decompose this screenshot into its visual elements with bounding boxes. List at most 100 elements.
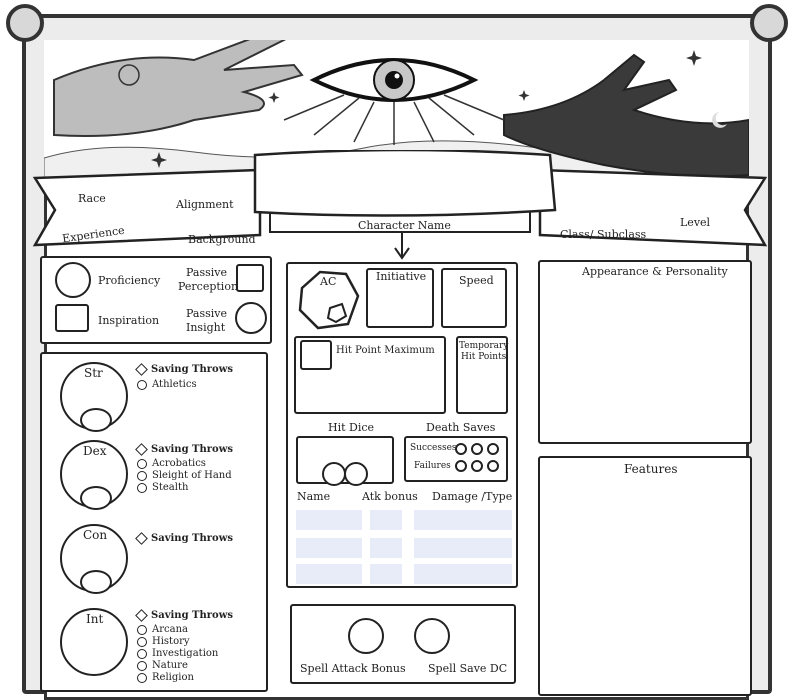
dex-modifier-circle[interactable]: [80, 486, 112, 510]
diamond-icon: [135, 609, 148, 622]
passive-insight-label-1: Passive: [186, 307, 227, 320]
class-subclass-label: Class/ Subclass: [560, 228, 647, 241]
attack-row-2-damage[interactable]: [414, 538, 512, 558]
passive-perception-box[interactable]: [236, 264, 264, 292]
skill-religion[interactable]: Religion: [137, 672, 194, 683]
death-saves-label: Death Saves: [426, 421, 496, 434]
proficiency-label: Proficiency: [98, 274, 161, 287]
skill-arcana[interactable]: Arcana: [137, 624, 188, 635]
str-saving-throws[interactable]: Saving Throws: [135, 363, 233, 376]
skill-athletics[interactable]: Athletics: [137, 379, 197, 390]
corner-ornament-right: [750, 4, 788, 42]
dot-icon: [137, 624, 147, 635]
diamond-icon: [135, 363, 148, 376]
temp-hp-label-1: Temporary: [459, 341, 509, 351]
dot-icon: [137, 470, 147, 481]
success-circle-1[interactable]: [455, 443, 467, 455]
character-name-label: Character Name: [358, 219, 451, 232]
inspiration-label: Inspiration: [98, 314, 160, 327]
spell-save-dc-label: Spell Save DC: [428, 662, 508, 675]
dot-icon: [137, 636, 147, 647]
dot-icon: [137, 482, 147, 493]
hit-dice-circle-1[interactable]: [322, 462, 346, 486]
str-modifier-circle[interactable]: [80, 408, 112, 432]
passive-perception-label-1: Passive: [186, 266, 227, 279]
skill-stealth[interactable]: Stealth: [137, 482, 188, 493]
moon-icon: [712, 112, 727, 128]
hp-max-label: Hit Point Maximum: [336, 345, 435, 356]
appearance-label: Appearance & Personality: [582, 265, 728, 278]
dot-icon: [137, 660, 147, 671]
dex-saving-throws[interactable]: Saving Throws: [135, 443, 233, 456]
features-label: Features: [624, 462, 678, 476]
skill-investigation[interactable]: Investigation: [137, 648, 218, 659]
spell-attack-circle[interactable]: [348, 618, 384, 654]
temp-hp-box[interactable]: [456, 336, 508, 414]
ac-shield-icon: [298, 270, 360, 330]
attack-row-3-damage[interactable]: [414, 564, 512, 584]
arrow-down-icon: [394, 232, 410, 260]
int-circle[interactable]: [60, 608, 128, 676]
race-label: Race: [78, 192, 106, 205]
attack-row-2-bonus[interactable]: [370, 538, 402, 558]
attack-row-1-name[interactable]: [296, 510, 362, 530]
hit-dice-label: Hit Dice: [328, 421, 375, 434]
attack-header-atk-bonus: Atk bonus: [362, 490, 418, 503]
background-label: Background: [188, 233, 256, 246]
con-saving-throws[interactable]: Saving Throws: [135, 532, 233, 545]
skill-history[interactable]: History: [137, 636, 190, 647]
dex-label: Dex: [83, 444, 107, 458]
dot-icon: [137, 458, 147, 469]
con-label: Con: [83, 528, 108, 542]
con-modifier-circle[interactable]: [80, 570, 112, 594]
failure-circle-3[interactable]: [487, 460, 499, 472]
attack-row-3-bonus[interactable]: [370, 564, 402, 584]
diamond-icon: [135, 532, 148, 545]
proficiency-circle[interactable]: [55, 262, 91, 298]
inspiration-box[interactable]: [55, 304, 89, 332]
passive-insight-circle[interactable]: [235, 302, 267, 334]
successes-label: Successes: [410, 443, 457, 453]
speed-label: Speed: [459, 274, 494, 287]
str-label: Str: [84, 366, 103, 380]
dot-icon: [137, 379, 147, 390]
level-label: Level: [680, 216, 711, 229]
diamond-icon: [135, 443, 148, 456]
attack-row-3-name[interactable]: [296, 564, 362, 584]
attack-header-damage: Damage /Type: [432, 490, 513, 503]
sun-icon: [118, 64, 140, 86]
failure-circle-1[interactable]: [455, 460, 467, 472]
dot-icon: [137, 672, 147, 683]
initiative-box[interactable]: [366, 268, 434, 328]
dot-icon: [137, 648, 147, 659]
int-label: Int: [86, 612, 104, 626]
banner-ribbon: [32, 150, 768, 247]
appearance-box[interactable]: [538, 260, 752, 444]
skill-nature[interactable]: Nature: [137, 660, 188, 671]
features-box[interactable]: [538, 456, 752, 696]
skill-acrobatics[interactable]: Acrobatics: [137, 458, 206, 469]
ac-label: AC: [320, 275, 337, 288]
success-circle-3[interactable]: [487, 443, 499, 455]
spell-save-circle[interactable]: [414, 618, 450, 654]
attack-row-1-bonus[interactable]: [370, 510, 402, 530]
hit-dice-circle-2[interactable]: [344, 462, 368, 486]
corner-ornament-left: [6, 4, 44, 42]
passive-insight-label-2: Insight: [186, 321, 226, 334]
failure-circle-2[interactable]: [471, 460, 483, 472]
attack-row-2-name[interactable]: [296, 538, 362, 558]
speed-box[interactable]: [441, 268, 507, 328]
failures-label: Failures: [414, 461, 451, 471]
attack-row-1-damage[interactable]: [414, 510, 512, 530]
int-saving-throws[interactable]: Saving Throws: [135, 609, 233, 622]
hp-max-inner-box: [300, 340, 332, 370]
temp-hp-label-2: Hit Points: [461, 352, 507, 362]
passive-perception-label-2: Perception: [178, 280, 239, 293]
success-circle-2[interactable]: [471, 443, 483, 455]
spell-box: [290, 604, 516, 684]
attack-header-name: Name: [297, 490, 331, 503]
alignment-label: Alignment: [176, 198, 234, 211]
spell-attack-bonus-label: Spell Attack Bonus: [300, 662, 406, 675]
initiative-label: Initiative: [376, 270, 427, 283]
skill-sleight-of-hand[interactable]: Sleight of Hand: [137, 470, 232, 481]
